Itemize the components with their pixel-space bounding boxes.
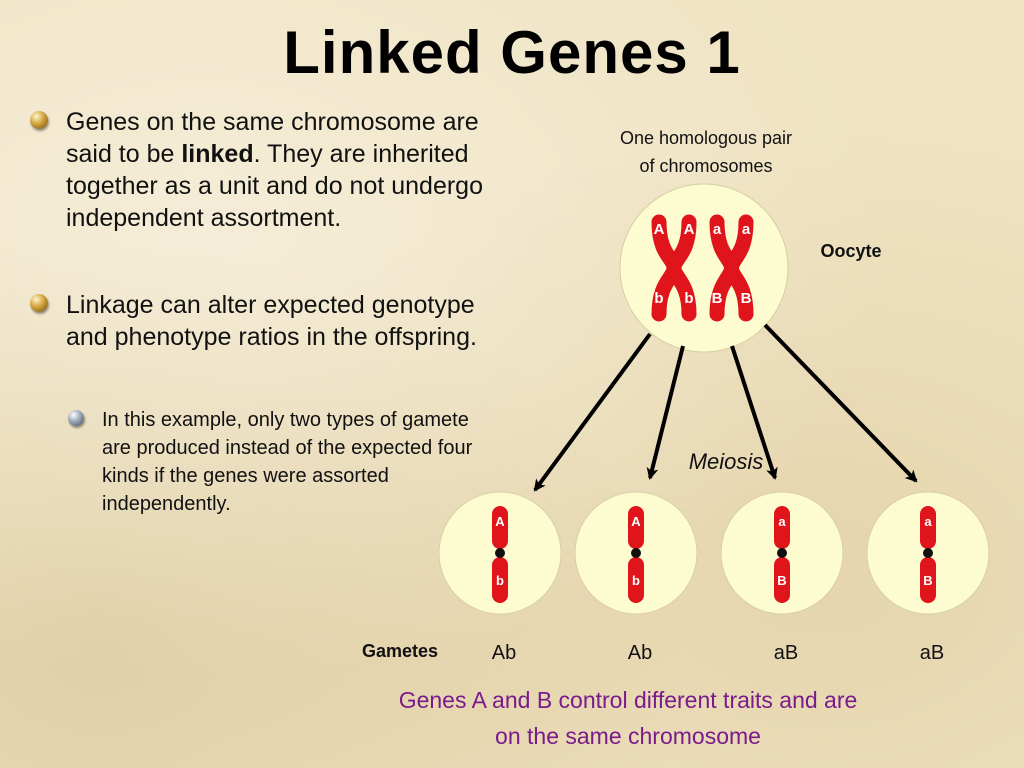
gamete-chromosome-upper-arm [920,506,936,549]
caption-line2: on the same chromosome [495,723,761,749]
gamete-genotype-label: Ab [492,642,516,664]
gamete-allele-bottom: B [777,573,786,588]
meiosis-arrows [533,323,918,492]
oocyte-allele-top: a [742,221,751,238]
bullet-1-bold-term: linked [181,140,254,168]
bullet-2-text: Linkage can alter expected genotype and … [66,291,477,351]
centromere [495,548,505,558]
gamete-allele-bottom: b [632,573,640,588]
bullet-icon [30,294,48,312]
gamete-genotype-label: aB [774,642,798,664]
bullet-1-text-b: . They are inherited together as a unit … [66,140,483,232]
gamete-allele-bottom: b [496,573,504,588]
arrow [646,345,685,480]
bullet-icon [30,111,48,129]
gamete-chromosome-upper-arm [492,506,508,549]
oocyte-allele-top: A [684,221,695,238]
gamete-chromosome-upper-arm [628,506,644,549]
oocyte-circle [619,183,789,353]
centromere [631,548,641,558]
sub-bullet-icon [68,410,84,426]
centromere [923,548,933,558]
gamete-chromosome-lower-arm [628,557,644,603]
oocyte-allele-bottom: b [684,290,693,307]
oocyte-allele-bottom: b [654,290,663,307]
oocyte-allele-top: a [713,221,722,238]
bullet-1-text-a: Genes on the same chromosome are said to… [66,108,479,168]
meiosis-label: Meiosis [688,449,764,474]
gamete-genotype-label: Ab [628,642,652,664]
homologous-pair-label: One homologous pair of chromosomes [586,124,826,180]
bullet-linked-definition: Genes on the same chromosome are said to… [30,106,506,234]
arrow [763,323,918,483]
oocyte-allele-bottom: B [712,290,723,307]
gamete-genotype-label: aB [920,642,944,664]
gamete-allele-top: a [778,514,786,529]
gamete-chromosome-upper-arm [774,506,790,549]
oocyte-label: Oocyte [820,241,882,261]
caption-line1: Genes A and B control different traits a… [398,687,858,713]
bullet-linkage-ratios: Linkage can alter expected genotype and … [30,289,506,353]
gamete-allele-top: a [924,514,932,529]
sub-bullet-example: In this example, only two types of gamet… [68,406,502,518]
chromatid [723,214,754,322]
centromere [777,548,787,558]
homologous-pair-label-line2: of chromosomes [639,156,773,176]
sub-bullet-text: In this example, only two types of gamet… [102,409,473,515]
gamete-allele-bottom: B [923,573,932,588]
oocyte-allele-top: A [654,221,665,238]
gamete-chromosome-lower-arm [492,557,508,603]
slide-title: Linked Genes 1 [283,19,741,86]
homologous-pair-label-line1: One homologous pair [619,128,793,148]
gamete-chromosome-lower-arm [774,557,790,603]
diagram-caption: Genes A and B control different traits a… [340,682,916,754]
arrow [730,345,778,480]
chromatid [666,214,697,322]
oocyte-allele-bottom: B [741,290,752,307]
gamete-allele-top: A [495,514,505,529]
gamete-allele-top: A [631,514,641,529]
gamete-chromosome-lower-arm [920,557,936,603]
arrow [533,332,652,492]
gametes-label: Gametes [361,641,439,661]
